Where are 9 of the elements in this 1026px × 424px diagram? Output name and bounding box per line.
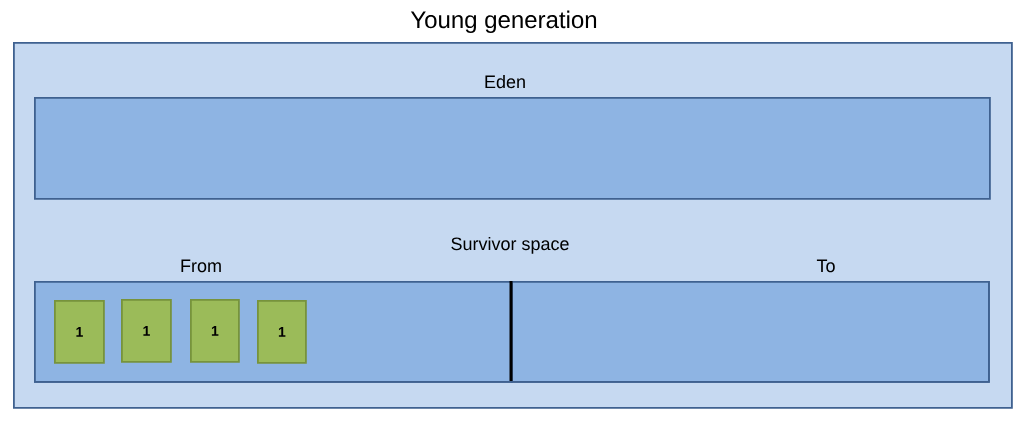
object-block: 1 xyxy=(121,299,172,363)
section-heading: Young generation xyxy=(410,10,597,33)
object-block: 1 xyxy=(190,299,240,363)
section-heading: Survivor space xyxy=(451,236,569,254)
object-block: 1 xyxy=(257,300,307,364)
section-heading: To xyxy=(816,259,835,273)
section-heading: From xyxy=(181,259,221,273)
section-heading: Eden xyxy=(485,74,525,89)
object-block: 1 xyxy=(54,300,105,364)
